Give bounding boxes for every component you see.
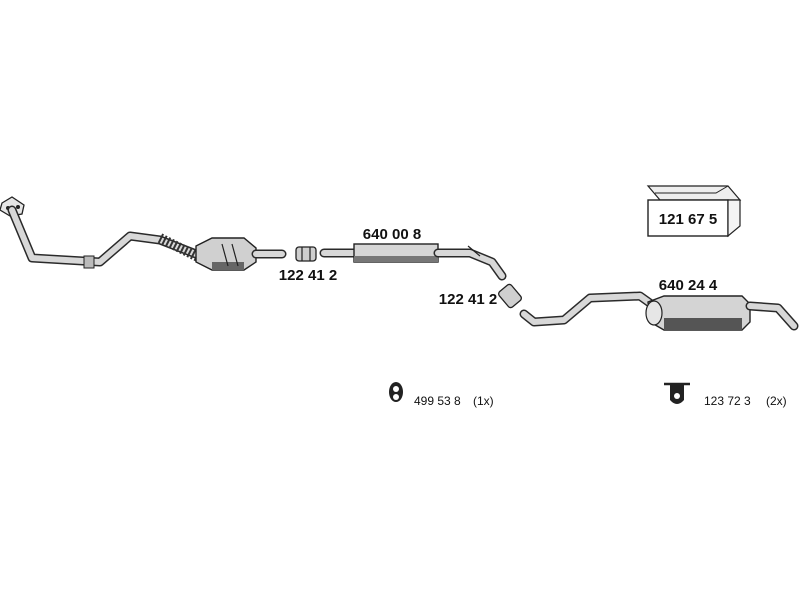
center-muffler: 640 00 8: [319, 226, 507, 281]
rubber-mount-bracket-icon: [664, 382, 690, 404]
rubber-mount-round-qty: (1x): [473, 394, 494, 408]
kit-box-front: [647, 199, 729, 237]
clamp-front: 122 41 2: [279, 246, 337, 284]
rear-muffler: 640 24 4: [519, 277, 799, 331]
rubber-mount-round-number: 499 53 8: [414, 394, 461, 408]
rubber-mount-bracket-qty: (2x): [766, 394, 787, 408]
clamp-front-number: 122 41 2: [279, 267, 337, 284]
rubber-mount-round-icon: [389, 382, 403, 402]
center-muffler-number: 640 00 8: [363, 226, 421, 243]
kit-box-number: 121 67 5: [659, 211, 717, 228]
kit-box-flap: [655, 185, 729, 194]
kit-box: 121 67 5: [646, 185, 742, 238]
clamp-rear: 122 41 2: [439, 283, 522, 309]
rubber-mount-round: 499 53 8 (1x): [389, 382, 494, 408]
kit-box-side: [727, 199, 741, 238]
rubber-mount-bracket: 123 72 3 (2x): [664, 382, 787, 408]
rubber-mount-bracket-number: 123 72 3: [704, 394, 751, 408]
front-pipe-body: [7, 205, 201, 267]
front-pipe: [0, 196, 203, 269]
catalytic-converter: [195, 237, 287, 271]
clamp-rear-number: 122 41 2: [439, 291, 497, 308]
rear-muffler-number: 640 24 4: [659, 277, 718, 294]
